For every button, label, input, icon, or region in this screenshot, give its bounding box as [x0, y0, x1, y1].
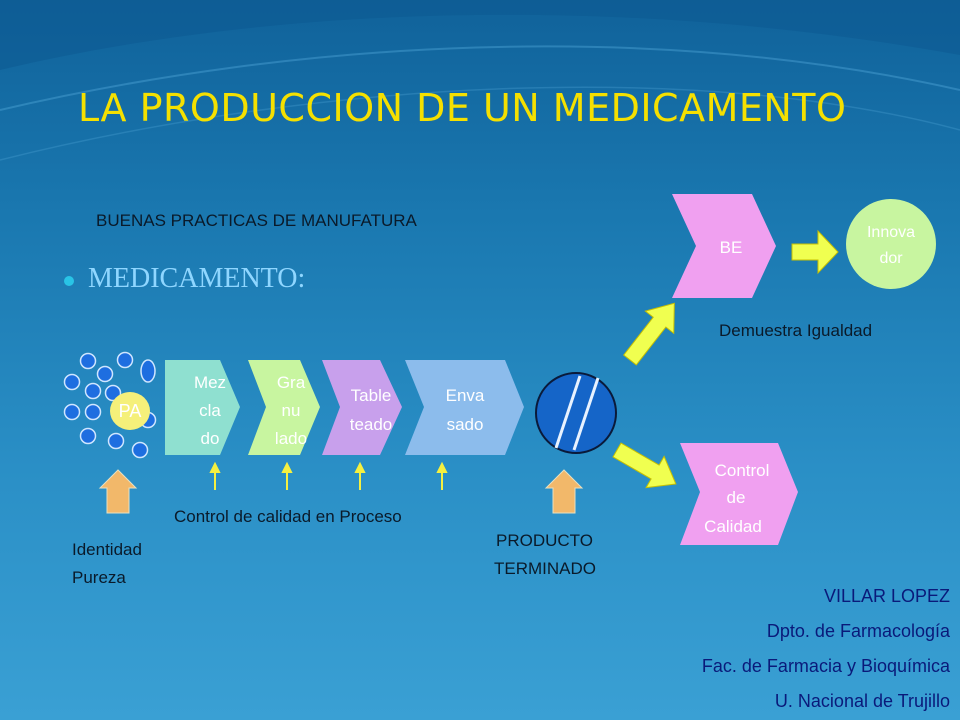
innovator-line1: Innova [867, 224, 915, 241]
quality-control-line2: de [727, 488, 746, 507]
purity-label: Pureza [72, 568, 126, 587]
innovator-line2: dor [879, 250, 903, 267]
step-granulado-line2: nu [282, 401, 301, 420]
step-envasado-line2: sado [447, 415, 484, 434]
step-granulado-line3: lado [275, 429, 307, 448]
gmp-heading: BUENAS PRACTICAS DE MANUFATURA [96, 211, 417, 230]
credit-university: U. Nacional de Trujillo [774, 691, 950, 711]
step-tableteado [322, 360, 402, 455]
step-mezclado-line1: Mez [194, 373, 226, 392]
step-mezclado-line2: cla [199, 401, 221, 420]
step-envasado-line1: Enva [446, 386, 485, 405]
quality-control-line3: Calidad [704, 517, 762, 536]
equality-label: Demuestra Igualdad [719, 321, 873, 340]
arrow-to-innovator [791, 229, 839, 275]
quality-control-line1: Control [715, 461, 770, 480]
bullet-dot [64, 276, 74, 286]
product-label-line2: TERMINADO [494, 559, 596, 578]
step-mezclado [165, 360, 240, 455]
step-mezclado-line3: do [201, 429, 220, 448]
step-granulado-line1: Gra [277, 373, 306, 392]
tablet-icon [535, 372, 617, 454]
product-up-arrow [544, 469, 584, 514]
identity-label: Identidad [72, 540, 142, 559]
step-granulado [248, 360, 320, 455]
credit-faculty: Fac. de Farmacia y Bioquímica [701, 656, 950, 676]
qc-arrows [209, 461, 448, 490]
quality-control-chevron [680, 443, 798, 545]
step-tableteado-line1: Table [351, 386, 392, 405]
active-principle-circle [110, 392, 150, 430]
bullet-medicamento: MEDICAMENTO: [88, 263, 306, 294]
credit-department: Dpto. de Farmacología [766, 621, 950, 641]
be-label: BE [720, 238, 743, 257]
innovator-circle [846, 199, 936, 289]
arrow-to-quality-control [612, 442, 677, 489]
active-principle-label: PA [119, 401, 142, 421]
in-process-qc-label: Control de calidad en Proceso [174, 507, 402, 526]
arrow-to-be [622, 302, 675, 366]
credit-author: VILLAR LOPEZ [823, 586, 950, 606]
slide-title: LA PRODUCCION DE UN MEDICAMENTO [78, 86, 847, 130]
step-tableteado-line2: teado [350, 415, 393, 434]
identity-up-arrow [98, 469, 138, 514]
step-envasado [405, 360, 524, 455]
be-chevron [672, 194, 776, 298]
product-label-line1: PRODUCTO [496, 531, 593, 550]
